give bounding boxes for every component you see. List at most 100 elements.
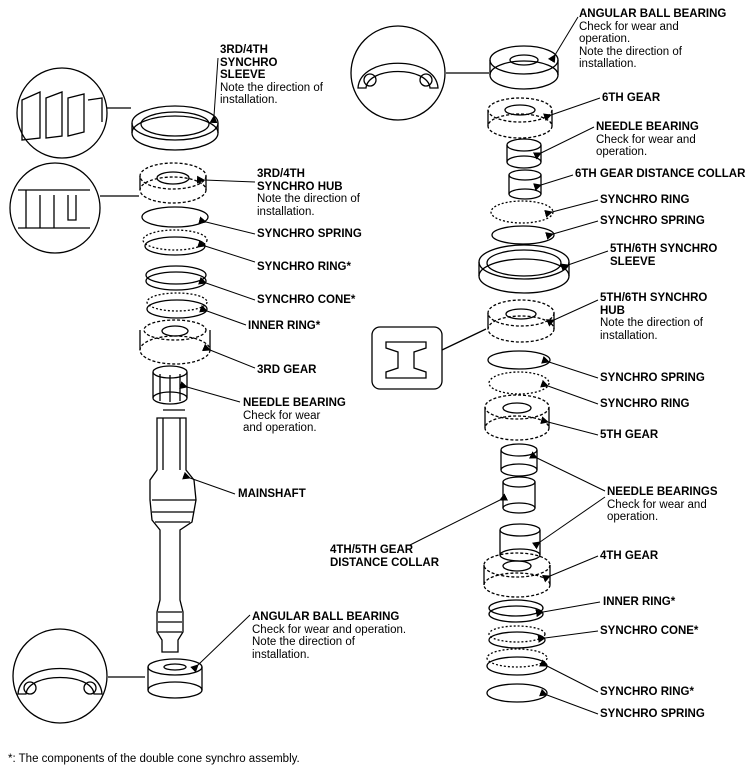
label-title: SYNCHRO SPRING (600, 215, 705, 227)
label-fourth-gear: 4TH GEAR (600, 550, 658, 563)
third-gear (139, 319, 211, 365)
label-title: MAINSHAFT (238, 488, 306, 500)
label-title: 6TH GEAR DISTANCE COLLAR (575, 168, 746, 180)
label-title: SYNCHRO RING (600, 398, 690, 410)
label-synchro-spring-right-3: SYNCHRO SPRING (600, 708, 705, 721)
label-synchro-spring-left: SYNCHRO SPRING (257, 228, 362, 241)
angular-ball-bearing-right (489, 45, 559, 90)
label-synchro-ring-right-1: SYNCHRO RING (600, 194, 689, 207)
synchro-hub-34 (139, 162, 207, 204)
detail-circle-sleeve (16, 67, 131, 159)
leader-lines (179, 16, 609, 715)
label-title: 6TH GEAR (602, 92, 661, 104)
label-title: SYNCHRO CONE* (600, 625, 699, 637)
needle-bearing-lower-right (499, 523, 541, 562)
synchro-spring-right-2 (487, 350, 551, 370)
label-third-gear: 3RD GEAR (257, 364, 316, 377)
label-fifth-gear: 5TH GEAR (600, 429, 658, 442)
label-inner-ring-right: INNER RING* (603, 596, 675, 609)
label-title: NEEDLE BEARINGS (607, 486, 718, 498)
detail-circle-bearing-left (12, 628, 145, 724)
needle-bearing-right (506, 138, 542, 169)
label-title: INNER RING* (603, 596, 676, 608)
label-title: SYNCHRO SPRING (600, 708, 705, 720)
label-title: INNER RING* (248, 320, 321, 332)
label-sixth-gear: 6TH GEAR (602, 92, 660, 105)
label-title: SYNCHRO SPRING (600, 372, 705, 384)
label-title: NEEDLE BEARING (596, 121, 699, 133)
label-sixth-gear-distance-collar: 6TH GEAR DISTANCE COLLAR (575, 168, 745, 181)
label-mainshaft: MAINSHAFT (238, 488, 306, 501)
sixth-gear-distance-collar (508, 169, 542, 200)
label-title: SYNCHRO RING* (600, 686, 694, 698)
label-note: Check for wear and operation.Note the di… (252, 623, 407, 661)
synchro-ring-right-2 (488, 371, 550, 395)
distance-collar-45 (502, 476, 536, 514)
label-angular-ball-bearing-left: ANGULAR BALL BEARING Check for wear and … (252, 611, 406, 661)
detail-circle-hub (9, 162, 139, 254)
label-synchro-cone-left: SYNCHRO CONE* (257, 294, 355, 307)
label-title: SYNCHRO RING (600, 194, 690, 206)
footnote: *: The components of the double cone syn… (8, 753, 300, 765)
inner-ring-right (488, 599, 544, 623)
fourth-gear (483, 552, 551, 598)
synchro-cone-right (488, 625, 546, 649)
label-title: NEEDLE BEARING (243, 397, 346, 409)
label-title: 5TH GEAR (600, 429, 659, 441)
label-title: 4TH GEAR (600, 550, 659, 562)
synchro-cone-left (145, 265, 207, 291)
label-synchro-spring-right-2: SYNCHRO SPRING (600, 372, 705, 385)
label-synchro-cone-right: SYNCHRO CONE* (600, 625, 698, 638)
label-synchro-ring-right-2: SYNCHRO RING (600, 398, 689, 411)
synchro-ring-right-1 (490, 200, 554, 224)
synchro-spring-right-3 (486, 683, 548, 703)
right-part-stack (478, 45, 570, 703)
synchro-sleeve-56 (478, 244, 570, 294)
label-inner-ring-left: INNER RING* (248, 320, 320, 333)
label-title: 3RD GEAR (257, 364, 317, 376)
mainshaft (149, 409, 197, 653)
detail-circle-bearing-right (350, 25, 489, 121)
fifth-gear (484, 394, 550, 441)
needle-bearing-upper-right (500, 443, 538, 477)
label-title: SYNCHRO SPRING (257, 228, 362, 240)
synchro-ring-right-3 (486, 648, 548, 676)
label-synchro-ring-right-3: SYNCHRO RING* (600, 686, 694, 699)
sixth-gear (487, 97, 553, 139)
label-title: ANGULAR BALL BEARING (579, 8, 727, 20)
synchro-spring-left (141, 206, 209, 228)
synchro-ring-left (142, 229, 208, 256)
synchro-hub-56 (487, 299, 555, 343)
label-title: SYNCHRO RING* (257, 261, 351, 273)
synchro-sleeve-34 (131, 105, 219, 151)
label-synchro-ring-left: SYNCHRO RING* (257, 261, 351, 274)
label-synchro-spring-right-1: SYNCHRO SPRING (600, 215, 705, 228)
synchro-spring-right-1 (491, 225, 555, 245)
left-part-stack (131, 105, 219, 699)
detail-circle-hub-56 (371, 326, 487, 390)
inner-ring-left (146, 292, 208, 319)
label-title: ANGULAR BALL BEARING (252, 611, 400, 623)
